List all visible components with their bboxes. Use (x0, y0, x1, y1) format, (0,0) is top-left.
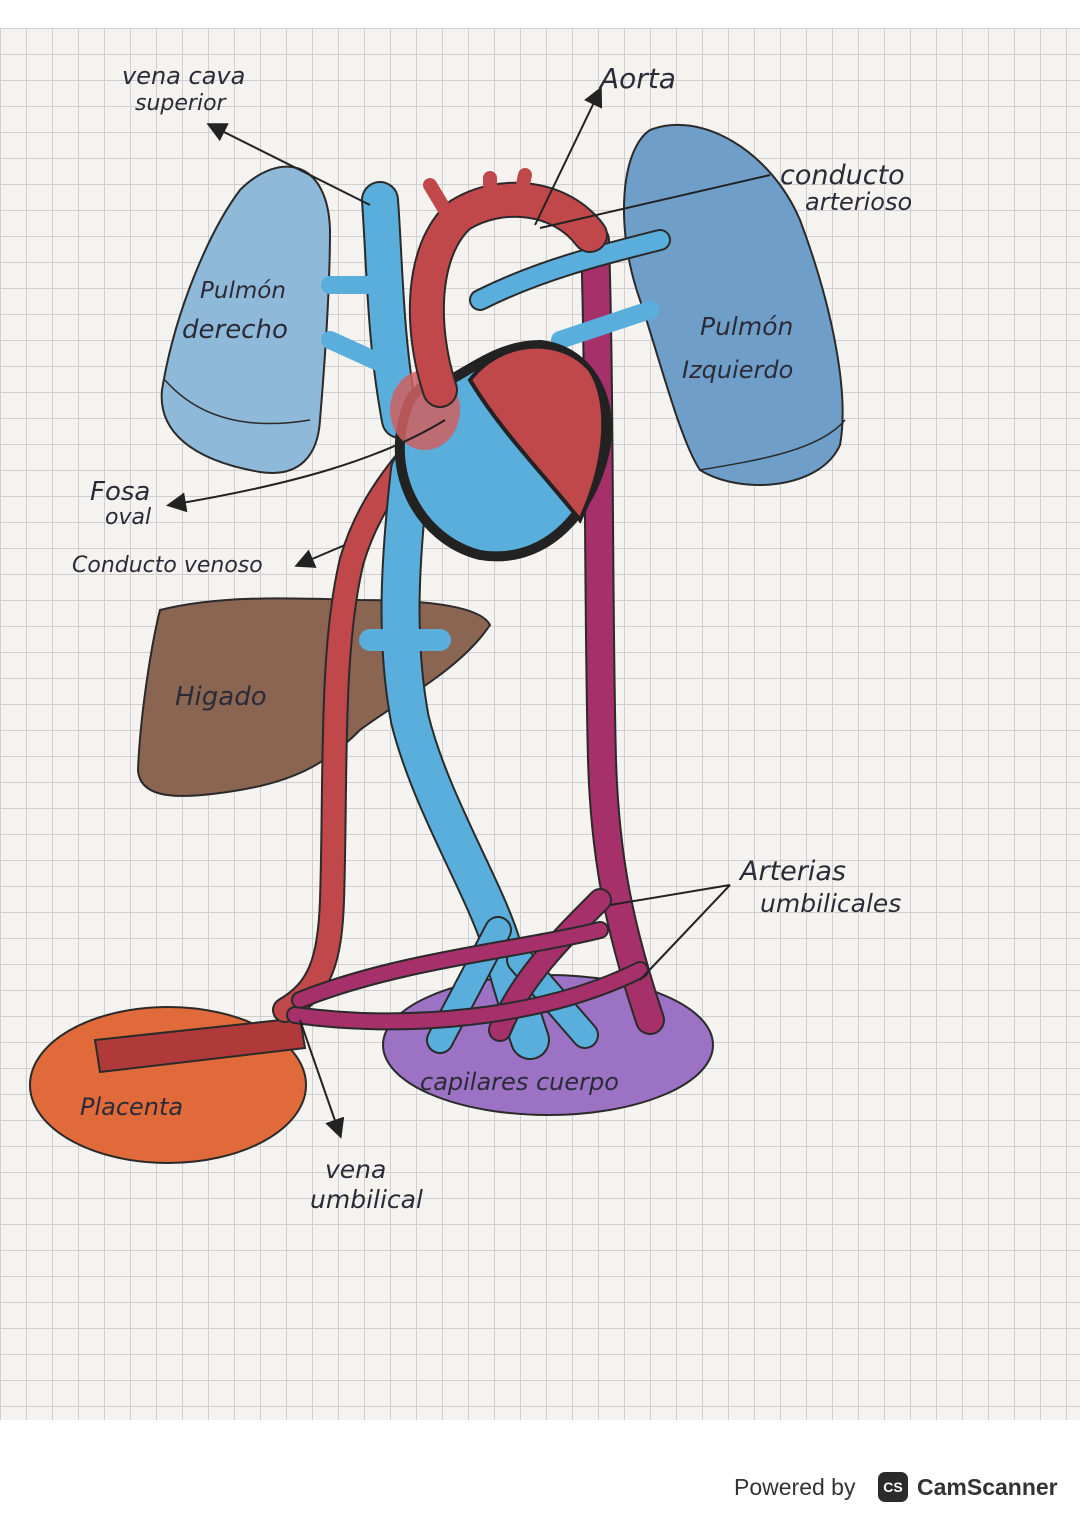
label-pulmon-derecho-2: derecho (182, 315, 288, 345)
superior-vena-cava (321, 181, 419, 439)
graph-paper-sheet (0, 28, 1080, 1420)
label-pulmon-derecho-1: Pulmón (200, 278, 286, 304)
pointer-lines (166, 86, 771, 1139)
label-higado: Higado (175, 682, 267, 712)
label-vena-cava-superior-2: superior (135, 91, 228, 116)
label-conducto-arterioso-2: arterioso (805, 188, 912, 216)
right-lung (160, 165, 332, 474)
label-pulmon-izquierdo-2: Izquierdo (682, 356, 793, 384)
label-fosa-oval-2: oval (105, 505, 151, 530)
label-capilares-cuerpo: capilares cuerpo (420, 1068, 619, 1096)
left-lung (622, 123, 846, 486)
label-aorta: Aorta (598, 62, 676, 95)
label-arterias-umbilicales-2: umbilicales (760, 889, 901, 918)
camscanner-brand: CamScanner (917, 1474, 1058, 1500)
label-pulmon-izquierdo-1: Pulmón (700, 312, 793, 341)
label-fosa-oval-1: Fosa (90, 477, 150, 507)
pulmonary-arteries (469, 229, 671, 349)
aortic-arch (408, 168, 608, 408)
label-vena-umbilical-2: umbilical (310, 1185, 423, 1214)
diagram-labels: vena cava superior Aorta conducto arteri… (72, 62, 912, 1214)
label-arterias-umbilicales-1: Arterias (738, 856, 846, 887)
placenta (29, 1006, 307, 1164)
camscanner-logo-icon: CS (878, 1472, 908, 1502)
label-conducto-venoso: Conducto venoso (72, 553, 263, 578)
label-vena-cava-superior-1: vena cava (122, 62, 245, 90)
label-conducto-arterioso-1: conducto (780, 160, 905, 191)
powered-by-text: Powered by (734, 1474, 856, 1500)
fetal-circulation-diagram: vena cava superior Aorta conducto arteri… (29, 62, 912, 1214)
label-placenta: Placenta (80, 1093, 183, 1121)
label-vena-umbilical-1: vena (325, 1155, 386, 1184)
umbilical-arteries (286, 921, 649, 1031)
umbilical-vein-vessel (272, 407, 453, 1023)
